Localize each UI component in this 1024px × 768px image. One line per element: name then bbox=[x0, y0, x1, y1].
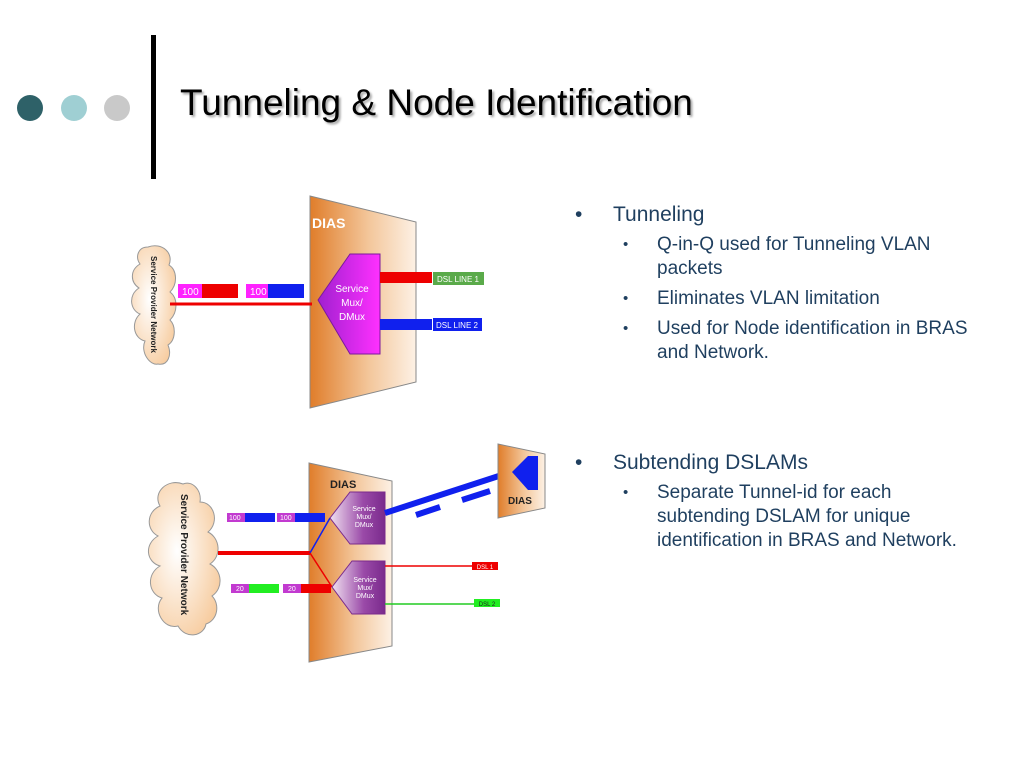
dsl1-text: DSL 1 bbox=[477, 565, 494, 571]
subtending-link-dash-1 bbox=[415, 504, 441, 518]
mux1-line2: Mux/ bbox=[341, 298, 363, 309]
mux2u-line2: Mux/ bbox=[356, 514, 371, 521]
accent-dot-teal bbox=[61, 95, 87, 121]
tag2-magenta-a bbox=[227, 513, 245, 522]
tag2-magenta-b bbox=[277, 513, 295, 522]
dsl2-text: DSL 2 bbox=[479, 602, 496, 608]
mux-block-2-lower: Service Mux/ DMux bbox=[331, 560, 386, 615]
sub-bullet: •Q-in-Q used for Tunneling VLAN packets bbox=[623, 234, 931, 279]
dsl-line2-text: DSL LINE 2 bbox=[436, 321, 478, 330]
subtending-link-solid bbox=[384, 470, 509, 516]
dsl-line1-badge bbox=[433, 272, 484, 285]
tag2-blue-a bbox=[227, 513, 275, 522]
bullet-subtending: •Subtending DSLAMs bbox=[575, 451, 808, 474]
accent-dot-dark bbox=[17, 95, 43, 121]
tag2-magenta-c bbox=[231, 584, 249, 593]
tag2-blue-b bbox=[277, 513, 325, 522]
dsl2-badge bbox=[474, 599, 500, 607]
output-red-line-1 bbox=[380, 272, 432, 283]
title-divider bbox=[151, 35, 156, 179]
mux-block-1: Service Mux/ DMux bbox=[317, 253, 381, 355]
tag2-red-d bbox=[283, 584, 331, 593]
mux-block-2-upper: Service Mux/ DMux bbox=[329, 491, 386, 545]
cloud-service-provider-1: Service Provider Network bbox=[131, 245, 177, 365]
mux2l-line1: Service bbox=[353, 577, 376, 584]
tag2-text-b: 100 bbox=[280, 515, 292, 522]
slide-title: Tunneling & Node Identification bbox=[180, 82, 693, 123]
internal-red-line bbox=[309, 552, 333, 588]
cloud-label-2: Service Provider Network bbox=[178, 494, 189, 616]
mux2l-line3: DMux bbox=[356, 593, 375, 600]
tag2-text-a: 100 bbox=[229, 515, 241, 522]
tag-text-1b: 100 bbox=[250, 287, 267, 298]
tag-text-1a: 100 bbox=[182, 287, 199, 298]
subtending-link-dash-2 bbox=[461, 488, 491, 503]
sub-bullet: •Used for Node identification in BRAS an… bbox=[623, 318, 968, 363]
mux1-line3: DMux bbox=[339, 312, 365, 323]
cloud-service-provider-2: Service Provider Network bbox=[148, 482, 221, 636]
tag-magenta-100-a bbox=[178, 284, 202, 298]
tag2-green-c bbox=[231, 584, 279, 593]
dias-label-1: DIAS bbox=[312, 215, 345, 231]
sub-bullet: •Eliminates VLAN limitation bbox=[623, 288, 880, 309]
dsl-line1-text: DSL LINE 1 bbox=[437, 275, 479, 284]
dias-label-2: DIAS bbox=[330, 479, 356, 491]
output-blue-line-1 bbox=[380, 319, 432, 330]
accent-dot-gray bbox=[104, 95, 130, 121]
internal-blue-line bbox=[309, 517, 331, 554]
dsl1-badge bbox=[472, 562, 498, 570]
bullet-tunneling: •Tunneling bbox=[575, 203, 705, 226]
tag2-magenta-d bbox=[283, 584, 301, 593]
tag2-text-c: 20 bbox=[236, 586, 244, 593]
small-dias-label: DIAS bbox=[508, 496, 532, 507]
mux2u-line1: Service bbox=[352, 506, 375, 513]
mux2u-line3: DMux bbox=[355, 522, 374, 529]
sub-bullet: •Separate Tunnel-id for each subtending … bbox=[623, 482, 957, 551]
tag-magenta-100-b bbox=[246, 284, 268, 298]
mux1-line1: Service bbox=[335, 284, 369, 295]
cloud-label-1: Service Provider Network bbox=[149, 256, 158, 353]
subtending-dias: DIAS bbox=[497, 443, 546, 519]
bullet-group-subtending: •Subtending DSLAMs •Separate Tunnel-id f… bbox=[575, 450, 977, 553]
tag2-text-d: 20 bbox=[288, 586, 296, 593]
mux2l-line2: Mux/ bbox=[357, 585, 372, 592]
bullet-group-tunneling: •Tunneling •Q-in-Q used for Tunneling VL… bbox=[575, 202, 977, 365]
dsl-line2-badge bbox=[433, 318, 482, 331]
